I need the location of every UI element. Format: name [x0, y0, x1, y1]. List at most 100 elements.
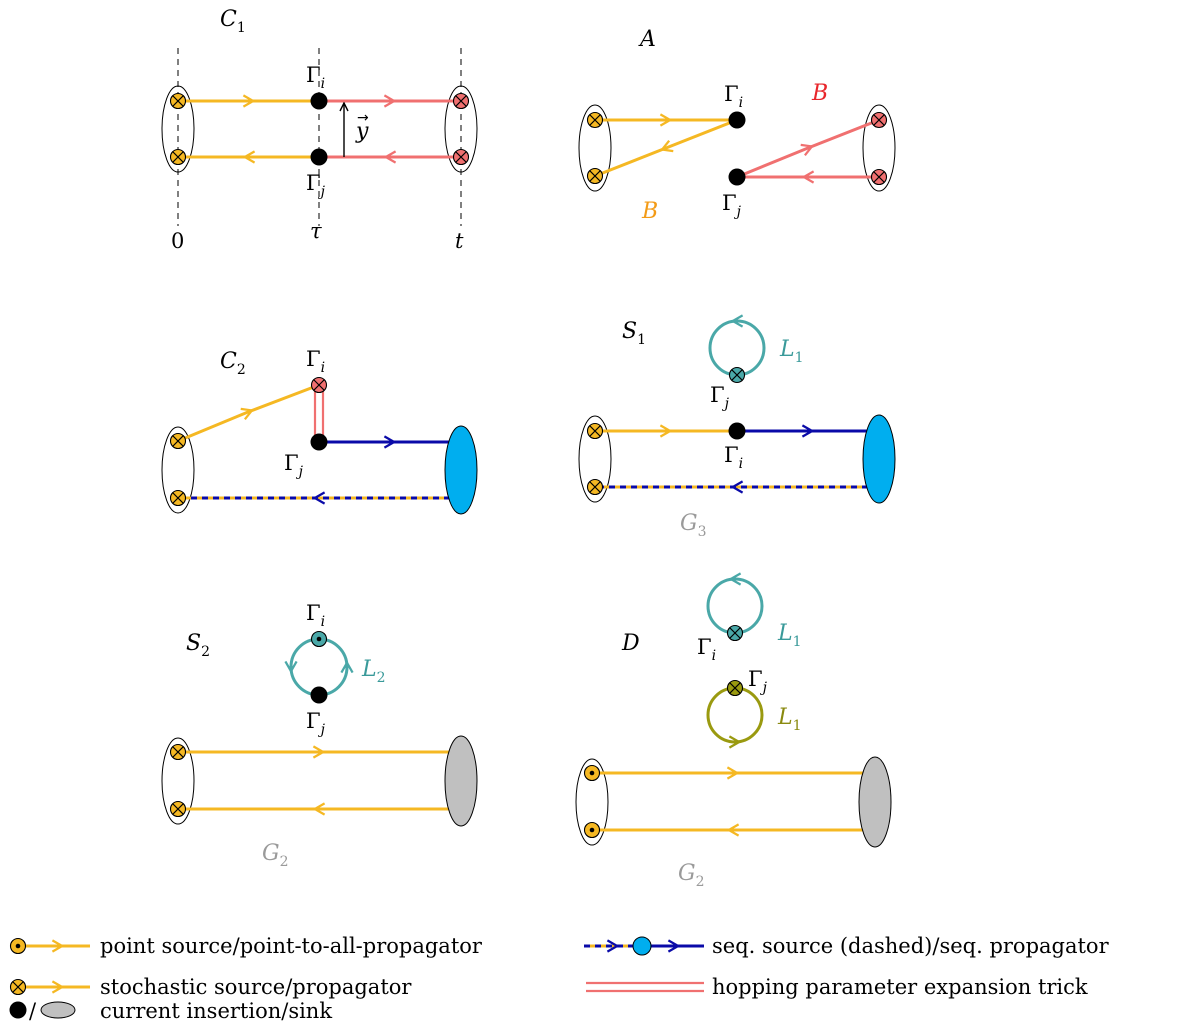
s1-gamma-bottom: Γi	[724, 443, 743, 472]
source-ellipse	[575, 758, 609, 846]
a-baryon-left: B	[641, 199, 658, 224]
a-gamma-top: Γi	[724, 82, 743, 111]
legend-current-label: current insertion/sink	[100, 999, 332, 1023]
legend-hopping-label: hopping parameter expansion trick	[712, 975, 1088, 999]
c2-title: C2	[220, 349, 246, 378]
s2-gamma-top: Γi	[306, 601, 325, 630]
seq-sink-ellipse	[862, 414, 896, 504]
stochastic-source-icon	[169, 800, 187, 818]
source-ellipse	[161, 85, 195, 173]
legend-point-source-label: point source/point-to-all-propagator	[100, 934, 483, 958]
red-propagator-top	[736, 118, 880, 179]
stochastic-source-icon	[586, 422, 604, 440]
sink-ellipse	[444, 85, 478, 173]
s2-correlator-label: G2	[262, 841, 289, 870]
stochastic-sink-icon	[452, 92, 470, 110]
vector-arrow-accent: →	[357, 110, 369, 126]
stochastic-source-icon	[9, 978, 27, 996]
s2-loop-label: L2	[361, 657, 386, 686]
loop-insertion-icon	[728, 366, 746, 384]
point-insertion-icon	[310, 630, 328, 648]
seq-sink-ellipse	[444, 425, 478, 515]
time-label-t: t	[455, 229, 464, 253]
separation-vector-label: y	[355, 119, 369, 144]
time-label-0: 0	[171, 229, 184, 253]
c1-title: C1	[220, 7, 246, 36]
panel-s2: S2 Γi Γj L2 G2	[161, 601, 478, 870]
c2-gamma-bottom: Γj	[284, 451, 304, 480]
panel-c2: C2 Γi Γj	[161, 347, 478, 515]
current-insertion-dot	[310, 148, 328, 166]
stochastic-source-icon	[169, 743, 187, 761]
current-insertion-dot	[310, 92, 328, 110]
legend-current: / current insertion/sink	[9, 999, 332, 1023]
c1-gamma-top: Γi	[306, 63, 325, 92]
sink-ellipse-icon	[40, 1001, 76, 1019]
source-ellipse	[578, 415, 612, 503]
stochastic-source-icon	[169, 432, 187, 450]
current-insertion-dot	[310, 433, 328, 451]
source-ellipse	[578, 104, 612, 192]
legend-hopping: hopping parameter expansion trick	[586, 975, 1088, 999]
stochastic-source-icon	[586, 111, 604, 129]
d-correlator-label: G2	[678, 861, 705, 890]
stochastic-source-icon	[169, 489, 187, 507]
legend-separator: /	[29, 999, 37, 1023]
panel-a: A Γi Γj B B	[578, 27, 896, 224]
point-source-icon	[9, 937, 27, 955]
a-baryon-right: B	[811, 81, 828, 106]
current-insertion-dot	[310, 686, 328, 704]
quark-loop	[708, 319, 766, 377]
s1-loop-label: L1	[779, 337, 804, 366]
legend-sequential-label: seq. source (dashed)/seq. propagator	[712, 934, 1110, 958]
a-gamma-bottom: Γj	[722, 191, 742, 220]
current-insertion-dot	[728, 168, 746, 186]
stochastic-source-icon	[169, 92, 187, 110]
panel-c1: C1 y → Γi Γj 0 τ t	[161, 7, 478, 253]
stochastic-sink-icon	[452, 148, 470, 166]
point-source-icon	[583, 821, 601, 839]
stochastic-insertion-icon	[310, 376, 328, 394]
point-source-icon	[583, 764, 601, 782]
panel-d: D L1 Γi Γj L1 G2	[575, 572, 892, 890]
source-ellipse	[161, 737, 195, 825]
legend: point source/point-to-all-propagator sto…	[9, 934, 1110, 1023]
loop-insertion-icon	[726, 624, 744, 642]
current-insertion-dot	[728, 422, 746, 440]
s1-correlator-label: G3	[680, 511, 707, 540]
s1-gamma-top: Γj	[710, 383, 730, 412]
s1-title: S1	[622, 319, 646, 348]
quark-loop-top	[706, 577, 764, 635]
d-title: D	[621, 631, 640, 656]
sink-ellipse	[444, 735, 478, 827]
legend-stochastic-label: stochastic source/propagator	[100, 975, 412, 999]
legend-point-source: point source/point-to-all-propagator	[9, 934, 483, 958]
panel-s1: S1 L1 Γj Γi G3	[578, 314, 896, 540]
current-insertion-dot	[9, 1001, 27, 1019]
d-loop-bottom-label: L1	[777, 705, 802, 734]
a-title: A	[638, 27, 656, 52]
seq-sink-icon	[632, 936, 652, 956]
stochastic-source-icon	[586, 478, 604, 496]
s2-gamma-bottom: Γj	[306, 709, 326, 738]
stochastic-sink-icon	[870, 111, 888, 129]
legend-sequential: seq. source (dashed)/seq. propagator	[584, 934, 1110, 958]
sink-ellipse	[858, 756, 892, 848]
stochastic-source-icon	[586, 167, 604, 185]
legend-stochastic: stochastic source/propagator	[9, 975, 412, 999]
stochastic-source-icon	[169, 148, 187, 166]
d-loop-top-label: L1	[777, 621, 802, 650]
s2-title: S2	[186, 631, 210, 660]
d-gamma-top: Γi	[697, 635, 716, 664]
c2-gamma-top: Γi	[306, 347, 325, 376]
time-label-tau: τ	[310, 219, 322, 243]
quark-propagator-bottom	[594, 118, 738, 178]
stochastic-sink-icon	[870, 168, 888, 186]
c1-gamma-bottom: Γj	[306, 171, 326, 200]
d-gamma-bottom: Γj	[748, 667, 768, 696]
quark-propagator-top	[177, 383, 320, 443]
source-ellipse	[161, 426, 195, 514]
loop-insertion-icon	[726, 679, 744, 697]
quark-loop-bottom	[706, 686, 764, 744]
